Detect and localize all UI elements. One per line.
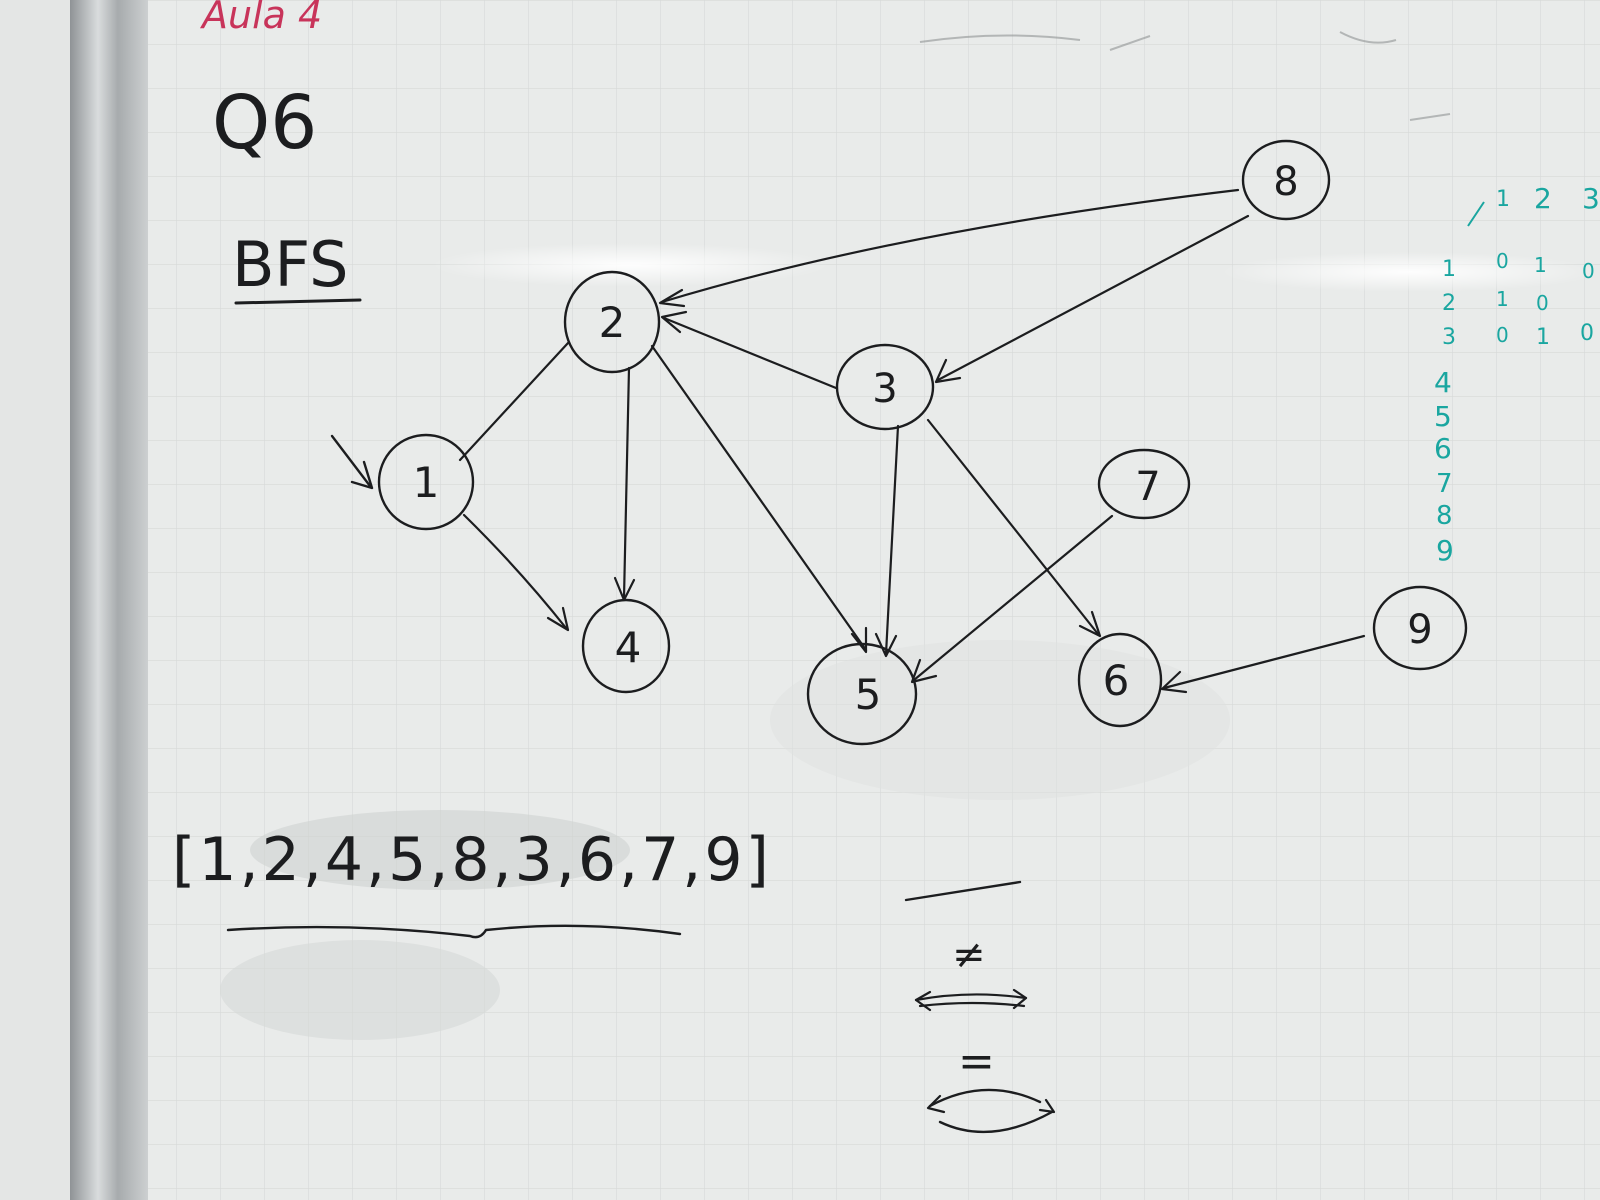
- aula-note: Aula 4: [199, 0, 322, 37]
- start-arrow: [330, 434, 372, 488]
- matrix-row-header: 6: [1434, 432, 1452, 465]
- matrix-row-header: 3: [1442, 325, 1456, 350]
- edge-7-5-arrowhead: [910, 658, 938, 684]
- node-label: 3: [872, 366, 897, 412]
- graph-node: 8: [1241, 139, 1331, 221]
- node-label: 2: [599, 298, 626, 347]
- graph-node: 4: [581, 598, 671, 694]
- node-circle: [1097, 448, 1191, 520]
- graph-node: 9: [1372, 585, 1468, 671]
- node-circle: [1077, 632, 1163, 728]
- node-circle: [563, 270, 661, 374]
- matrix-cell: 1: [1496, 287, 1509, 311]
- node-circle: [581, 598, 671, 694]
- eraser-smudge: [220, 940, 500, 1040]
- node-circle: [1372, 585, 1468, 671]
- matrix-row-header: 1: [1442, 257, 1456, 282]
- node-label: 7: [1135, 464, 1160, 510]
- edge-2-5: [650, 344, 868, 652]
- matrix-col-header: 3: [1582, 182, 1600, 215]
- edge-7-5: [912, 514, 1114, 682]
- matrix-row-header: 4: [1434, 366, 1452, 399]
- edge-3-6: [926, 418, 1100, 636]
- node-label: 1: [413, 458, 440, 507]
- matrix-row-header: 2: [1442, 291, 1456, 316]
- edge-2-4: [622, 366, 631, 600]
- edge-8-3: [936, 214, 1250, 382]
- matrix-cell: 0: [1582, 259, 1595, 283]
- matrix-cell: 1: [1534, 253, 1547, 277]
- start-arrowhead: [350, 460, 374, 490]
- not-equal-symbol: ≠: [952, 932, 986, 978]
- edge-8-2: [660, 188, 1240, 304]
- edge-1-4-arrowhead: [546, 606, 570, 632]
- question-label: Q6: [212, 80, 317, 166]
- edge-3-5: [884, 424, 900, 656]
- node-label: 9: [1407, 607, 1432, 653]
- bfs-traversal-result: [1,2,4,5,8,3,6,7,9]: [172, 825, 772, 895]
- dash-line: [904, 880, 1022, 902]
- matrix-col-header: 2: [1534, 182, 1552, 215]
- edge-3-5-arrowhead: [874, 632, 898, 658]
- matrix-corner-slash: [1467, 201, 1485, 227]
- graph-node: 1: [377, 433, 475, 531]
- node-label: 4: [615, 623, 642, 672]
- graph-node: 6: [1077, 632, 1163, 728]
- edge-3-2-arrowhead: [660, 310, 688, 334]
- matrix-row-header: 5: [1434, 400, 1452, 433]
- edge-8-3-arrowhead: [934, 358, 962, 384]
- edge-2-5-arrowhead: [850, 626, 868, 654]
- graph-nodes: 1 2 3 4 5 6 7 8: [377, 139, 1468, 746]
- eraser-smudge: [770, 640, 1230, 800]
- graph-node: 5: [806, 642, 918, 746]
- edge-1-4: [462, 513, 568, 630]
- node-label: 5: [855, 670, 882, 719]
- eraser-smudge: [250, 810, 630, 890]
- node-circle: [835, 343, 935, 431]
- matrix-cell: 1: [1536, 325, 1550, 350]
- faint-erased-writing: [919, 31, 1451, 121]
- light-glare-left: [430, 243, 830, 287]
- matrix-cell: 0: [1580, 321, 1594, 346]
- graph-node: 2: [563, 270, 661, 374]
- edge-3-2: [662, 316, 838, 390]
- edge-3-6-arrowhead: [1078, 610, 1102, 638]
- equal-symbol: =: [958, 1036, 995, 1087]
- matrix-cell: 0: [1496, 323, 1509, 347]
- graph-edges: [330, 188, 1366, 694]
- matrix-cell: 0: [1536, 291, 1549, 315]
- cycle-arrow-heads: [926, 1094, 1056, 1114]
- algorithm-label: BFS: [232, 228, 348, 301]
- adjacency-matrix: 1 2 3 1 2 3 4 5 6 7 8 9 0 1 0 1 0 0 1 0: [1434, 182, 1600, 567]
- traversal-underbrace: [226, 924, 682, 939]
- edge-9-6-arrowhead: [1160, 670, 1188, 694]
- matrix-row-header: 9: [1436, 534, 1454, 567]
- node-label: 8: [1273, 159, 1298, 205]
- board-frame: [70, 0, 150, 1200]
- matrix-row-header: 7: [1436, 469, 1453, 499]
- node-label: 6: [1103, 656, 1130, 705]
- cycle-arrow-icon: [928, 1088, 1054, 1134]
- edge-8-2-arrowhead: [658, 288, 686, 308]
- matrix-cell: 0: [1496, 249, 1509, 273]
- double-arrow-icon: [914, 993, 1028, 1008]
- edge-9-6: [1162, 634, 1366, 690]
- edge-1-2: [458, 341, 570, 462]
- algorithm-underline: [234, 298, 362, 305]
- node-circle: [1241, 139, 1331, 221]
- node-circle: [806, 642, 918, 746]
- double-arrow-heads: [914, 988, 1028, 1012]
- graph-node: 7: [1097, 448, 1191, 520]
- matrix-row-header: 8: [1436, 501, 1453, 531]
- wall-left: [0, 0, 70, 1200]
- light-glare-right: [1220, 252, 1600, 292]
- graph-node: 3: [835, 343, 935, 431]
- node-circle: [377, 433, 475, 531]
- matrix-col-header: 1: [1496, 187, 1510, 212]
